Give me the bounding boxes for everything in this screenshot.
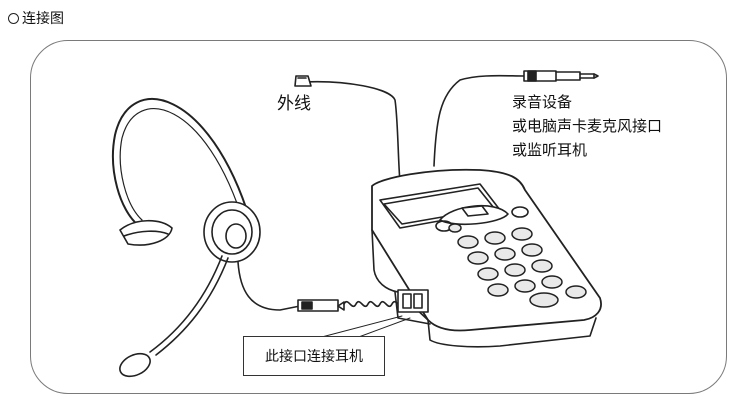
- headset-icon: [111, 98, 301, 378]
- keypad-icon: [448, 223, 587, 308]
- headset-port-callout: 此接口连接耳机: [243, 336, 385, 376]
- circle-icon: [8, 12, 19, 24]
- phone-line-plug-icon: [294, 75, 401, 183]
- diagram-frame: [30, 40, 727, 394]
- heading-text: 连接图: [22, 11, 64, 27]
- recording-label-line: 或电脑声卡麦克风接口: [512, 117, 663, 135]
- phone-base-icon: [371, 168, 602, 348]
- outside-line-label: 外线: [277, 94, 311, 114]
- recording-label-line: 或监听耳机: [512, 141, 588, 159]
- headset-plug-icon: [297, 299, 415, 312]
- diagram-heading: 连接图: [8, 8, 64, 28]
- callout-pointer: [317, 315, 411, 339]
- audio-jack-icon: [433, 70, 599, 167]
- headset-port-label: 此接口连接耳机: [265, 349, 363, 365]
- recording-label-line: 录音设备: [512, 93, 573, 111]
- recording-label: 录音设备 或电脑声卡麦克风接口 或监听耳机: [512, 90, 662, 162]
